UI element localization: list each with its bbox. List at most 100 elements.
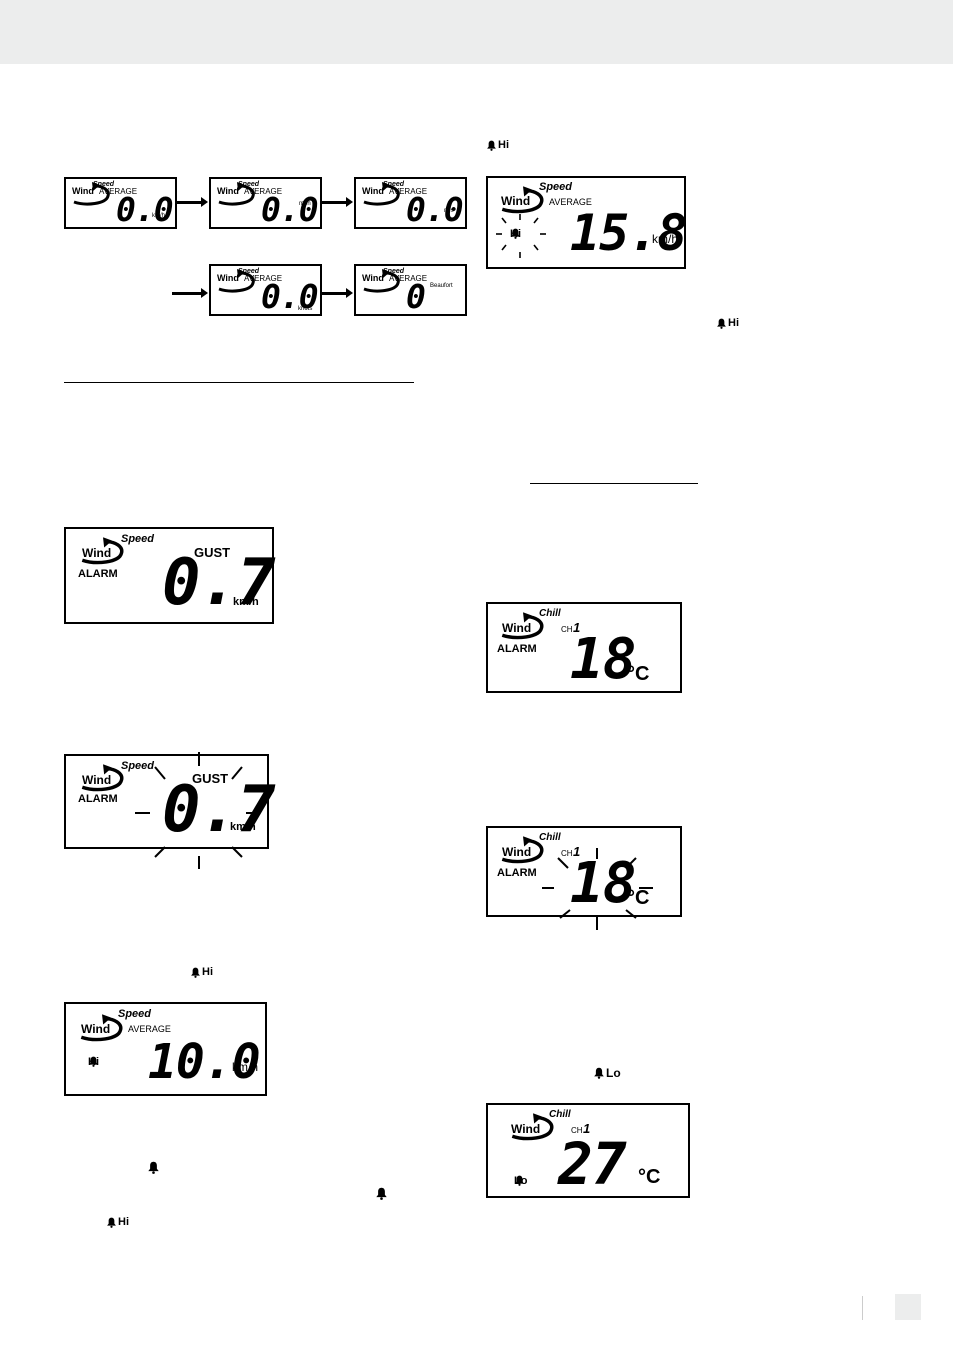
unit-label: °C bbox=[627, 887, 650, 909]
bell-icon bbox=[147, 1161, 160, 1174]
page-number-box bbox=[895, 1294, 921, 1320]
unit-label: Beaufort bbox=[430, 283, 453, 289]
channel-number: 1 bbox=[573, 844, 581, 859]
lcd-value: 0.7 bbox=[162, 773, 276, 847]
channel-label: CH bbox=[571, 1126, 583, 1135]
speed-label: Speed bbox=[118, 1008, 152, 1020]
unit-label: km/h bbox=[230, 821, 256, 833]
gust-label: GUST bbox=[194, 545, 231, 560]
speed-label: Speed bbox=[383, 268, 405, 275]
hi-label: Hi bbox=[498, 139, 509, 151]
bell-icon bbox=[88, 1056, 99, 1067]
lcd-value: 0 bbox=[406, 277, 426, 316]
unit-label: mph bbox=[299, 201, 311, 207]
channel-number: 1 bbox=[573, 620, 581, 635]
wind-label: Wind bbox=[362, 273, 384, 283]
bell-icon bbox=[106, 1217, 117, 1228]
average-label: AVERAGE bbox=[389, 274, 428, 283]
average-label: AVERAGE bbox=[244, 274, 283, 283]
average-label: AVERAGE bbox=[128, 1024, 171, 1034]
unit-label: km/h bbox=[152, 213, 166, 219]
alarm-label: ALARM bbox=[78, 793, 118, 805]
bell-icon bbox=[486, 140, 497, 151]
unit-label: m/s bbox=[444, 208, 454, 214]
speed-label: Speed bbox=[539, 181, 573, 193]
wind-label: Wind bbox=[217, 273, 239, 283]
wind-label: Wind bbox=[72, 186, 94, 196]
lcd-value: 18 bbox=[570, 851, 636, 916]
inline-hi-indicator: Hi bbox=[486, 139, 509, 151]
hi-label: Hi bbox=[118, 1216, 129, 1228]
alarm-label: ALARM bbox=[78, 568, 118, 580]
wind-label: Wind bbox=[82, 546, 112, 560]
chill-label: Chill bbox=[549, 1109, 571, 1120]
channel-number: 1 bbox=[583, 1121, 591, 1136]
bell-icon bbox=[514, 1175, 525, 1186]
sequence-arrow bbox=[322, 288, 353, 298]
lo-label: Lo bbox=[606, 1066, 621, 1080]
lcd-value: 18 bbox=[570, 627, 636, 692]
inline-lo-indicator: Lo bbox=[593, 1066, 621, 1080]
lcd-value: 0.0 bbox=[261, 277, 319, 316]
speed-label: Speed bbox=[238, 268, 260, 275]
wind-label: Wind bbox=[501, 194, 531, 208]
channel-label: CH bbox=[561, 849, 573, 858]
unit-label: km/h bbox=[652, 232, 679, 246]
alarm-label: ALARM bbox=[497, 643, 537, 655]
section-heading-underline bbox=[64, 382, 414, 383]
wind-label: Wind bbox=[362, 186, 384, 196]
hi-indicator: Hi bbox=[88, 1056, 99, 1068]
average-label: AVERAGE bbox=[389, 187, 428, 196]
lcd-value: 0.0 bbox=[116, 190, 174, 229]
unit-label: knots bbox=[298, 306, 313, 312]
lcd-value: 0.0 bbox=[406, 190, 464, 229]
lcd-unit-kmh: Wind Speed AVERAGE 0.0 km/h bbox=[64, 177, 177, 229]
wind-label: Wind bbox=[502, 845, 532, 859]
inline-hi-indicator: Hi bbox=[106, 1216, 129, 1228]
lcd-gust-alarm: Wind Speed GUST ALARM 0.7 km/h bbox=[64, 527, 276, 624]
bell-icon bbox=[375, 1187, 388, 1200]
lcd-unit-beaufort: Wind Speed AVERAGE 0 Beaufort bbox=[354, 264, 467, 316]
flash-rays-icon bbox=[135, 752, 260, 869]
lcd-value: 27 bbox=[558, 1130, 627, 1198]
lcd-chill-alarm: Wind Chill CH 1 ALARM 18 °C bbox=[486, 602, 682, 693]
sequence-arrow bbox=[177, 197, 208, 207]
lcd-unit-mph: Wind Speed AVERAGE 0.0 mph bbox=[209, 177, 322, 229]
inline-hi-indicator: Hi bbox=[190, 966, 213, 978]
inline-hi-indicator: Hi bbox=[716, 317, 739, 329]
hi-label: Hi bbox=[728, 317, 739, 329]
bell-icon bbox=[593, 1067, 605, 1079]
bell-icon bbox=[190, 967, 201, 978]
average-label: AVERAGE bbox=[244, 187, 283, 196]
alarm-label: ALARM bbox=[497, 867, 537, 879]
lcd-value: 0.7 bbox=[162, 546, 276, 620]
unit-label: °C bbox=[627, 663, 650, 685]
sequence-arrow bbox=[322, 197, 353, 207]
wind-label: Wind bbox=[511, 1122, 541, 1136]
lcd-high-alarm-active: Wind Speed AVERAGE Hi 15.8 km/h bbox=[486, 176, 687, 269]
speed-label: Speed bbox=[383, 181, 405, 188]
unit-label: km/h bbox=[233, 596, 259, 608]
hi-label: Hi bbox=[202, 966, 213, 978]
lcd-high-alarm-set: Wind Speed AVERAGE Hi 10.0 km/h bbox=[64, 1002, 267, 1096]
lcd-unit-ms: Wind Speed AVERAGE 0.0 m/s bbox=[354, 177, 467, 229]
section-heading-underline bbox=[530, 483, 698, 484]
lcd-chill-low: Wind Chill CH 1 Lo 27 °C bbox=[486, 1103, 690, 1198]
sequence-arrow bbox=[172, 288, 208, 298]
footer-divider bbox=[862, 1296, 863, 1320]
speed-label: Speed bbox=[121, 760, 155, 772]
unit-label: °C bbox=[638, 1166, 661, 1188]
wind-label: Wind bbox=[82, 773, 112, 787]
unit-label: km/h bbox=[232, 1060, 259, 1074]
flash-rays-icon bbox=[542, 848, 653, 930]
lo-indicator: Lo bbox=[514, 1175, 527, 1187]
lcd-unit-knots: Wind Speed AVERAGE 0.0 knots bbox=[209, 264, 322, 316]
hi-indicator: Hi bbox=[510, 228, 521, 240]
speed-label: Speed bbox=[121, 533, 155, 545]
bell-icon bbox=[716, 318, 727, 329]
header-band bbox=[0, 0, 953, 64]
lcd-gust-alarm-flashing: Wind Speed GUST ALARM 0.7 km/h bbox=[64, 752, 276, 869]
wind-label: Wind bbox=[81, 1022, 111, 1036]
flash-rays-icon bbox=[496, 214, 546, 258]
lcd-chill-alarm-flashing: Wind Chill CH 1 ALARM 18 °C bbox=[486, 826, 682, 930]
